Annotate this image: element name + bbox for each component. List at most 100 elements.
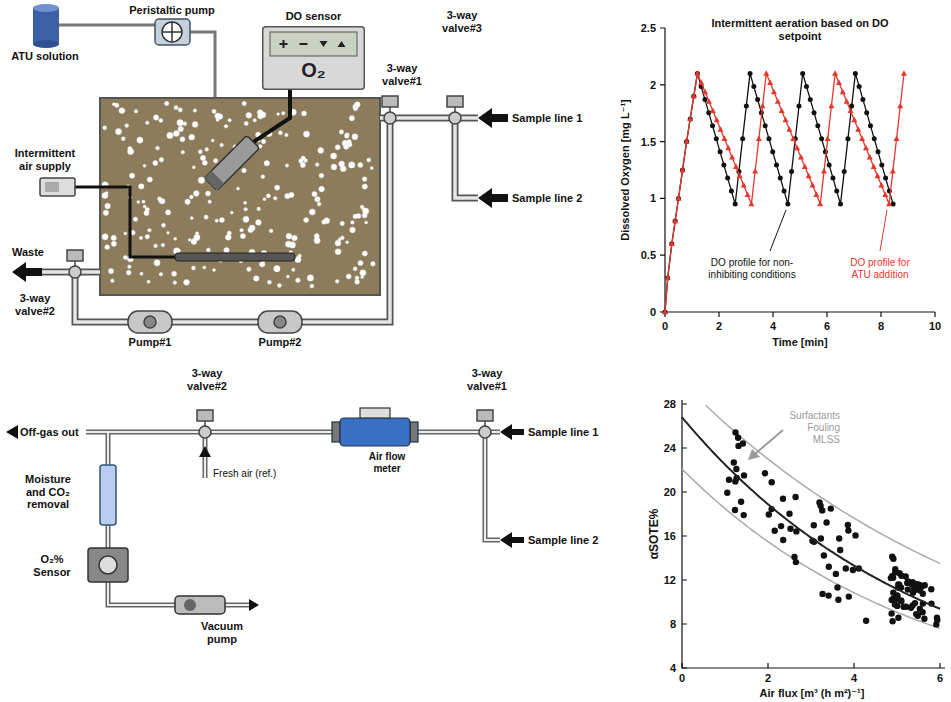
air-bubble: [300, 162, 305, 167]
data-marker: [815, 123, 820, 128]
air-bubble: [346, 241, 349, 244]
air-bubble: [111, 279, 115, 283]
air-bubble: [244, 208, 248, 212]
air-bubble: [224, 247, 229, 252]
axis-title: αSOTE%: [648, 509, 662, 560]
data-marker: [808, 97, 813, 102]
line-label: Sample line 2: [528, 534, 598, 547]
air-bubble: [153, 161, 158, 166]
air-bubble: [261, 175, 265, 179]
air-bubble: [292, 268, 295, 271]
tick-label: 20: [664, 486, 676, 499]
data-marker: [836, 79, 842, 85]
data-marker: [838, 202, 843, 207]
air-bubble: [111, 241, 116, 246]
data-marker: [729, 189, 734, 194]
air-bubble: [282, 112, 285, 115]
flow-arrow: [478, 108, 508, 128]
tick-label: 2: [650, 78, 656, 91]
air-bubble: [339, 161, 345, 167]
air-bubble: [286, 275, 289, 278]
data-marker: [680, 168, 685, 173]
tick-label: 12: [664, 574, 676, 587]
data-marker: [876, 149, 881, 154]
trend-arrow: [755, 430, 783, 454]
data-marker: [760, 103, 766, 109]
air-bubble: [338, 238, 341, 241]
air-bubble: [198, 150, 202, 154]
data-marker: [878, 182, 884, 188]
data-point: [833, 571, 839, 577]
axis-title: Time [min]: [772, 336, 827, 349]
air-bubble: [285, 241, 291, 247]
air-bubble: [115, 103, 119, 107]
air-flow-meter: [332, 422, 340, 442]
air-bubble: [355, 280, 360, 285]
data-marker: [806, 173, 812, 179]
air-bubble: [166, 210, 171, 215]
data-point: [732, 507, 738, 513]
data-marker: [832, 70, 838, 76]
air-bubble: [244, 121, 248, 125]
data-marker: [741, 182, 747, 188]
vacuum-pump: [175, 596, 225, 614]
air-bubble: [142, 200, 145, 203]
data-point: [909, 579, 915, 585]
data-marker: [763, 70, 769, 76]
air-bubble: [178, 108, 182, 112]
diffuser: [75, 187, 295, 261]
three-way-valve: [67, 250, 83, 278]
data-point: [733, 466, 739, 472]
three-way-valve: [197, 410, 213, 421]
data-marker: [834, 189, 839, 194]
air-bubble: [103, 126, 107, 130]
data-marker: [766, 136, 771, 141]
air-bubble: [242, 101, 246, 105]
chart-title: Intermittent aeration based on DO setpoi…: [690, 17, 910, 42]
line-label: Fresh air (ref.): [213, 468, 276, 480]
air-bubble: [227, 231, 231, 235]
axis-title: Air flux [m³ (h m²)⁻¹]: [760, 687, 865, 700]
data-marker: [669, 241, 675, 247]
do-probe: [204, 135, 259, 190]
pump: [128, 311, 172, 333]
air-bubble: [266, 194, 270, 198]
data-marker: [860, 97, 865, 102]
flow-arrow: [199, 446, 211, 457]
data-marker: [676, 196, 681, 201]
reactor-tank: [100, 98, 380, 295]
device-button: [320, 41, 346, 47]
chart-axes: [660, 28, 935, 317]
air-bubble: [167, 132, 173, 138]
data-marker: [800, 71, 805, 76]
data-marker: [669, 241, 674, 246]
air-bubble: [134, 110, 138, 114]
air-bubble: [318, 148, 324, 154]
air-bubble: [143, 205, 146, 208]
tick-label: 2: [765, 672, 771, 685]
moisture-column: [100, 465, 116, 525]
data-point: [898, 598, 904, 604]
component-label: DO sensor: [286, 10, 342, 23]
air-bubble: [278, 131, 282, 135]
data-marker: [783, 117, 789, 123]
air-bubble: [144, 210, 149, 215]
data-marker: [665, 275, 671, 281]
data-point: [846, 593, 852, 599]
air-bubble: [335, 145, 340, 150]
sote-plot: [682, 405, 941, 628]
air-bubble: [156, 146, 160, 150]
data-marker: [767, 79, 773, 85]
data-point: [920, 591, 926, 597]
data-point: [834, 584, 840, 590]
trend-curve: [706, 405, 940, 563]
air-bubble: [362, 177, 367, 182]
peristaltic-pump: [162, 22, 182, 42]
air-bubble: [310, 284, 314, 288]
data-marker: [706, 98, 712, 104]
data-marker: [748, 71, 753, 76]
air-bubble: [273, 197, 277, 201]
three-way-valve: [382, 96, 398, 107]
air-bubble: [253, 119, 256, 122]
